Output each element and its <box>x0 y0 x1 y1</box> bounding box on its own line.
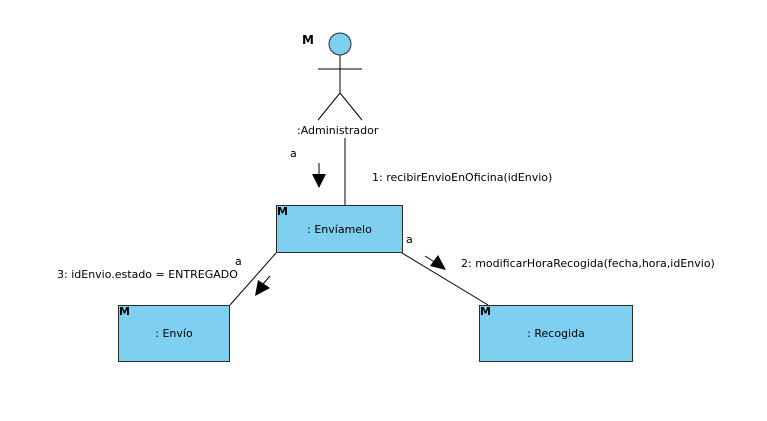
object-label: : Envíamelo <box>307 222 372 236</box>
actor-figure[interactable] <box>317 32 363 121</box>
message-3-label[interactable]: 3: idEnvio.estado = ENTREGADO <box>57 268 238 281</box>
message-3-arrow <box>255 275 271 296</box>
message-1-stereotype: a <box>290 147 297 160</box>
actor-marker: M <box>302 33 314 47</box>
object-marker: M <box>480 305 491 318</box>
object-marker: M <box>119 305 130 318</box>
message-1-label[interactable]: 1: recibirEnvioEnOficina(idEnvio) <box>372 171 553 184</box>
object-envio[interactable]: M : Envío <box>118 305 230 362</box>
actor-left-leg <box>317 92 341 121</box>
link-enviamelo-recogida[interactable] <box>401 252 489 306</box>
object-label: : Envío <box>155 327 193 340</box>
actor-right-leg <box>339 92 363 121</box>
link-enviamelo-envio[interactable] <box>229 252 277 306</box>
message-1-arrow <box>312 163 326 188</box>
object-marker: M <box>277 205 288 218</box>
object-label: : Recogida <box>527 327 585 340</box>
actor-name[interactable]: :Administrador <box>297 124 379 137</box>
message-3-stereotype: a <box>235 255 242 268</box>
actor-head <box>328 32 352 56</box>
message-2-label[interactable]: 2: modificarHoraRecogida(fecha,hora,idEn… <box>461 257 715 270</box>
object-recogida[interactable]: M : Recogida <box>479 305 633 362</box>
message-2-stereotype: a <box>406 233 413 246</box>
object-enviamelo[interactable]: M : Envíamelo <box>276 205 403 253</box>
message-2-arrow <box>424 255 446 270</box>
